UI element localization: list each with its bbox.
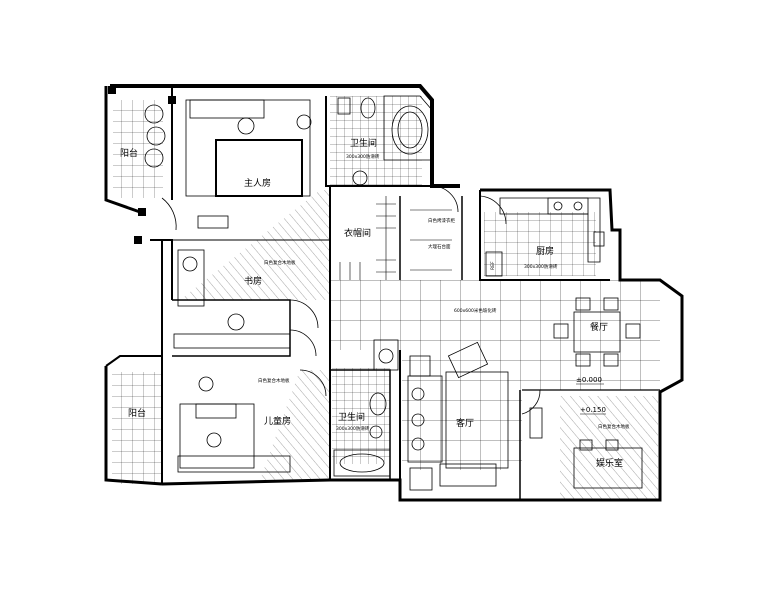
level-entertainment: +0.150 bbox=[580, 406, 606, 414]
label-closet: 衣帽间 bbox=[344, 227, 371, 239]
label-master-bedroom: 主人房 bbox=[244, 177, 271, 189]
balcony-chairs bbox=[144, 104, 166, 168]
kitchen-counters bbox=[485, 197, 605, 277]
entertainment-furniture bbox=[529, 407, 643, 489]
label-study: 书房 bbox=[244, 275, 262, 287]
walls bbox=[104, 84, 684, 502]
note-bath-tile: 300x300防滑砖 bbox=[346, 153, 380, 160]
label-dining: 餐厅 bbox=[590, 321, 608, 333]
label-balcony-top: 阳台 bbox=[120, 147, 138, 159]
label-bathroom-bottom: 卫生间 bbox=[338, 411, 365, 423]
label-kitchen: 厨房 bbox=[536, 245, 554, 257]
label-kids-room: 儿童房 bbox=[264, 415, 291, 427]
note-study-floor: 白色复合木地板 bbox=[264, 259, 296, 266]
bath-bottom-fixtures bbox=[333, 339, 399, 477]
note-kitchen-tile: 300x300防滑砖 bbox=[524, 263, 558, 270]
living-furniture bbox=[407, 341, 509, 491]
doors bbox=[161, 185, 541, 415]
note-fridge: REF bbox=[490, 261, 496, 270]
note-bath2-tile: 300x300防滑砖 bbox=[336, 425, 370, 432]
bath-top-fixtures bbox=[337, 95, 433, 186]
note-closet-a: 白色烤漆衣柜 bbox=[428, 217, 455, 224]
note-ent-floor: 白色复合木地板 bbox=[598, 423, 630, 430]
kids-bed bbox=[177, 376, 291, 473]
note-main-tile: 600x600米色玻化砖 bbox=[454, 307, 497, 314]
label-living: 客厅 bbox=[456, 417, 474, 429]
columns bbox=[108, 86, 176, 244]
label-entertainment: 娱乐室 bbox=[596, 457, 623, 469]
label-bathroom-top: 卫生间 bbox=[350, 137, 377, 149]
level-main: ±0.000 bbox=[576, 376, 602, 384]
closet-racks bbox=[339, 196, 452, 280]
master-bed bbox=[185, 99, 312, 229]
material-notes: 300x300防滑砖 300x300防滑砖 300x300防滑砖 600x600… bbox=[258, 153, 630, 432]
study-furniture bbox=[173, 249, 291, 349]
dining-set bbox=[553, 297, 641, 367]
level-marks: ±0.000 +0.150 bbox=[576, 376, 606, 415]
label-balcony-bottom: 阳台 bbox=[128, 407, 146, 419]
note-kids-floor: 白色复合木地板 bbox=[258, 377, 290, 384]
floor-patterns bbox=[112, 96, 660, 500]
room-labels: 阳台 主人房 卫生间 衣帽间 书房 厨房 餐厅 客厅 儿童房 卫生间 阳台 娱乐… bbox=[120, 137, 623, 469]
note-closet-b: 大理石台面 bbox=[428, 243, 451, 250]
